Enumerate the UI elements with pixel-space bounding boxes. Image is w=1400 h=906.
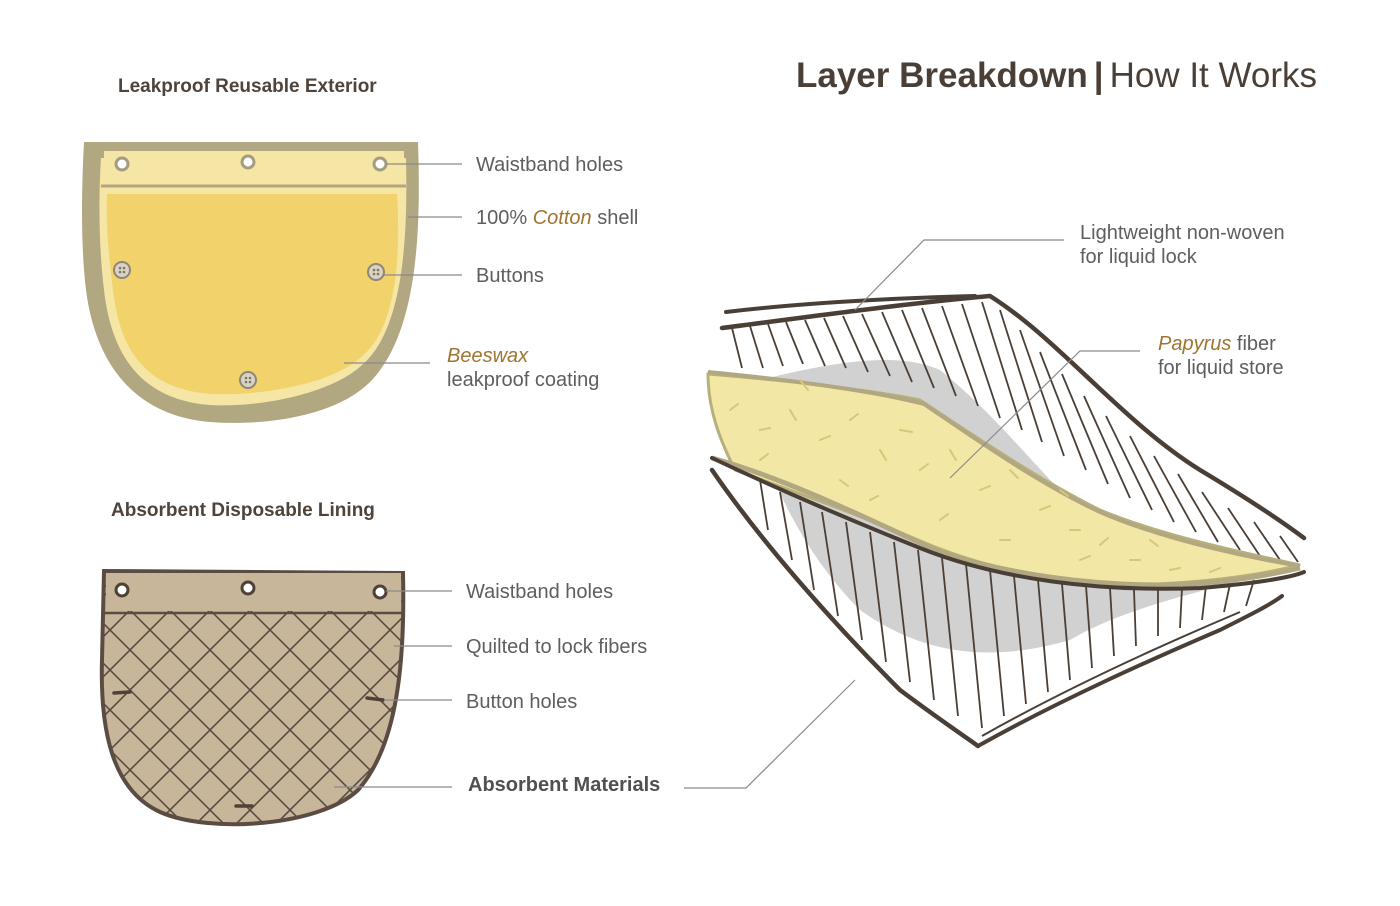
waistband-hole [114, 582, 130, 598]
button-hole [365, 696, 385, 702]
lining-quilted-label: Quilted to lock fibers [466, 636, 648, 658]
waistband-hole [114, 156, 130, 172]
fiber-strands [729, 379, 1221, 573]
exterior-buttons [113, 261, 385, 389]
exterior-shell-label: 100% Cotton shell [476, 206, 638, 230]
nonwoven-line2: for liquid lock [1080, 246, 1197, 268]
exterior-coating-label: Beeswax leakproof coating [447, 344, 599, 392]
lining-waistband-holes [114, 580, 388, 600]
nonwoven-line1: Lightweight non-woven [1080, 222, 1285, 244]
exterior-waistband [104, 151, 404, 184]
waistband-hole [372, 156, 388, 172]
button [367, 263, 385, 281]
waistband-hole [240, 154, 256, 170]
fiber-suffix: fiber [1231, 333, 1276, 355]
exterior-shell-diagram [82, 142, 462, 423]
layer-stack-diagram [684, 239, 1307, 789]
button-hole [112, 690, 132, 695]
layer-leader-lines [684, 239, 1140, 789]
lining-button-holes-label: Button holes [466, 691, 578, 713]
papyrus-accent: Papyrus [1158, 333, 1232, 355]
bottom-absorbent-layer [759, 479, 1255, 729]
lining-button-holes [112, 690, 385, 808]
title-separator: | [1093, 56, 1104, 95]
title-bold: Layer Breakdown [796, 56, 1088, 95]
exterior-cotton-shell [106, 194, 399, 395]
page-title: Layer Breakdown|How It Works [796, 56, 1317, 96]
exterior-title: Leakproof Reusable Exterior [118, 76, 377, 97]
exterior-leader-lines [344, 163, 462, 364]
fiber-line2: for liquid store [1158, 357, 1284, 379]
papyrus-fiber-layer [706, 372, 1301, 587]
cotton-accent: Cotton [532, 207, 592, 229]
nonwoven-label: Lightweight non-woven for liquid lock [1080, 221, 1285, 269]
shell-suffix: shell [591, 207, 639, 229]
lining-title: Absorbent Disposable Lining [111, 500, 375, 521]
waistband-hole [372, 584, 388, 600]
waistband-hole [240, 580, 256, 596]
exterior-waistband-label: Waistband holes [476, 154, 624, 176]
button [113, 261, 131, 279]
shell-prefix: 100% [476, 207, 533, 229]
exterior-waistband-holes [114, 154, 388, 172]
button [239, 371, 257, 389]
title-light: How It Works [1109, 56, 1318, 95]
exterior-buttons-label: Buttons [476, 265, 544, 287]
beeswax-accent: Beeswax [447, 345, 529, 367]
lining-absorbent-label: Absorbent Materials [468, 774, 661, 796]
lining-leader-lines [334, 590, 452, 788]
lining-waistband-label: Waistband holes [466, 581, 614, 603]
papyrus-label: Papyrus fiber for liquid store [1158, 332, 1284, 380]
top-nonwoven-layer [731, 301, 1299, 563]
lining-diagram [99, 568, 452, 827]
coating-line2: leakproof coating [447, 369, 600, 391]
